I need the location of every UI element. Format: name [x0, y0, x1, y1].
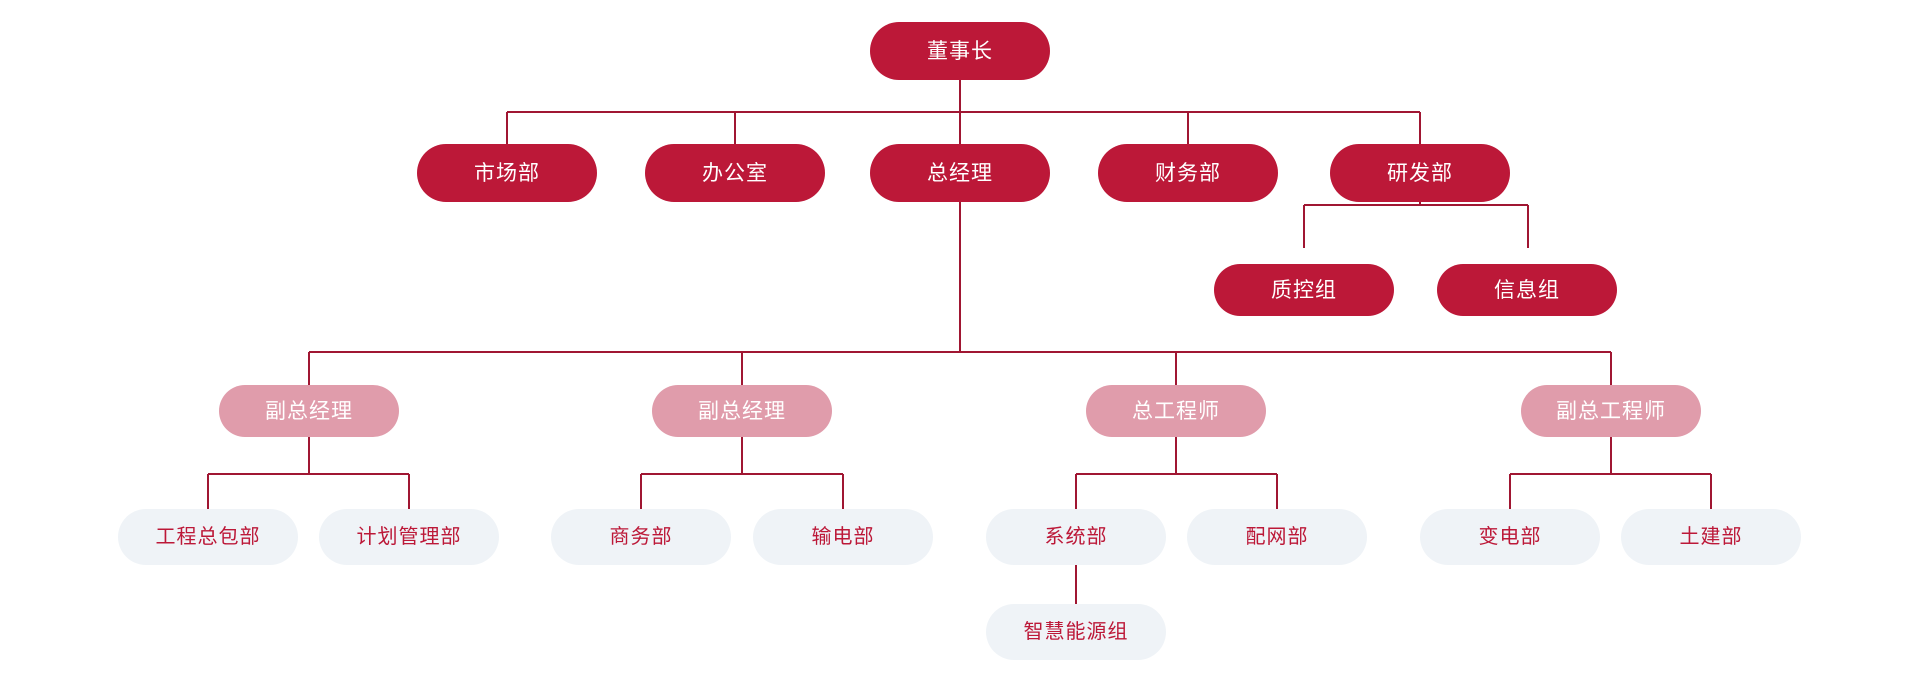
node-deputy-gm-2-label: 副总经理	[698, 399, 786, 423]
node-general-manager[interactable]: 总经理	[870, 144, 1050, 202]
node-rnd[interactable]: 研发部	[1330, 144, 1510, 202]
node-marketing-label: 市场部	[474, 161, 540, 185]
node-system-dept[interactable]: 系统部	[986, 509, 1166, 565]
node-substation-dept-label: 变电部	[1478, 526, 1542, 548]
node-office[interactable]: 办公室	[645, 144, 825, 202]
node-chief-engineer[interactable]: 总工程师	[1086, 385, 1266, 437]
node-substation-dept[interactable]: 变电部	[1420, 509, 1600, 565]
node-office-label: 办公室	[702, 161, 768, 185]
node-qc-group[interactable]: 质控组	[1214, 264, 1394, 316]
node-transmission-dept-label: 输电部	[811, 526, 875, 548]
node-chief-engineer-label: 总工程师	[1132, 399, 1220, 423]
node-distribution-dept[interactable]: 配网部	[1187, 509, 1367, 565]
node-finance-label: 财务部	[1155, 161, 1221, 185]
node-commerce-dept-label: 商务部	[609, 526, 673, 548]
node-epc-dept-label: 工程总包部	[155, 526, 261, 548]
node-deputy-gm-1[interactable]: 副总经理	[219, 385, 399, 437]
node-deputy-chief-engineer-label: 副总工程师	[1556, 399, 1666, 423]
node-chairman[interactable]: 董事长	[870, 22, 1050, 80]
node-rnd-label: 研发部	[1387, 161, 1453, 185]
node-chairman-label: 董事长	[927, 39, 993, 63]
node-distribution-dept-label: 配网部	[1245, 526, 1309, 548]
node-qc-group-label: 质控组	[1271, 278, 1337, 302]
node-civil-dept-label: 土建部	[1679, 526, 1743, 548]
node-civil-dept[interactable]: 土建部	[1621, 509, 1801, 565]
node-transmission-dept[interactable]: 输电部	[753, 509, 933, 565]
node-info-group[interactable]: 信息组	[1437, 264, 1617, 316]
node-planning-dept-label: 计划管理部	[356, 526, 462, 548]
node-planning-dept[interactable]: 计划管理部	[319, 509, 499, 565]
node-info-group-label: 信息组	[1494, 278, 1560, 302]
node-deputy-gm-2[interactable]: 副总经理	[652, 385, 832, 437]
node-smart-energy-group-label: 智慧能源组	[1023, 621, 1129, 643]
node-deputy-chief-engineer[interactable]: 副总工程师	[1521, 385, 1701, 437]
node-smart-energy-group[interactable]: 智慧能源组	[986, 604, 1166, 660]
node-epc-dept[interactable]: 工程总包部	[118, 509, 298, 565]
node-system-dept-label: 系统部	[1044, 526, 1108, 548]
node-commerce-dept[interactable]: 商务部	[551, 509, 731, 565]
node-general-manager-label: 总经理	[927, 161, 993, 185]
node-deputy-gm-1-label: 副总经理	[265, 399, 353, 423]
node-finance[interactable]: 财务部	[1098, 144, 1278, 202]
node-marketing[interactable]: 市场部	[417, 144, 597, 202]
